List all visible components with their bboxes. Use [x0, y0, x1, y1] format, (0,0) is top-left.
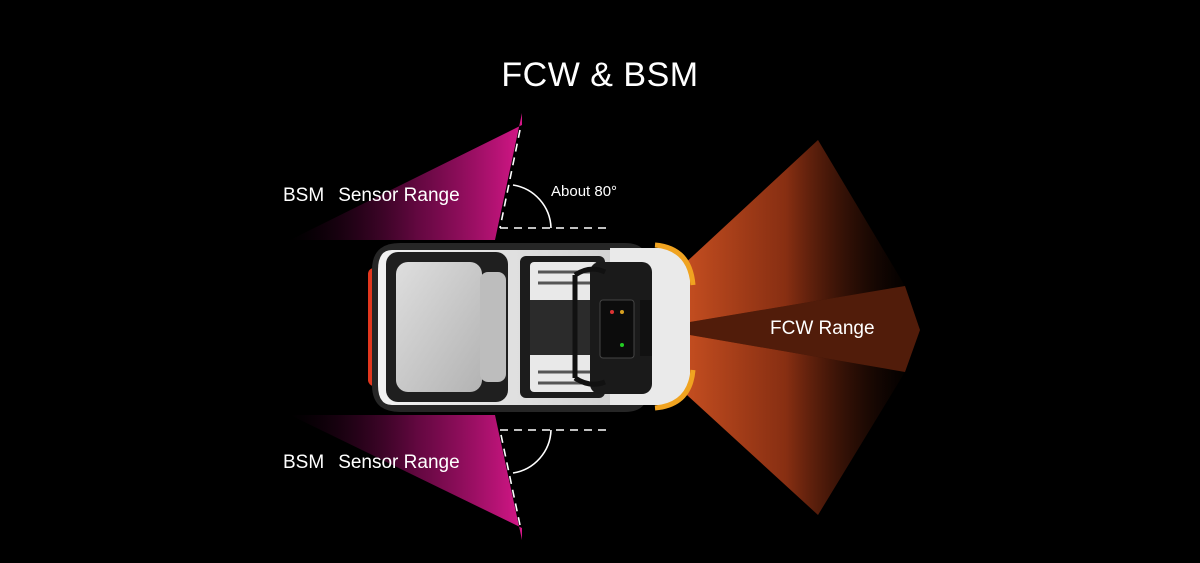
angle-guide-bottom — [499, 429, 610, 526]
amber-strip-bottom — [654, 369, 696, 411]
fcw-zone-upper — [640, 140, 905, 322]
angle-label: About 80° — [551, 183, 618, 200]
fcw-zone-lower — [640, 335, 905, 515]
seat — [396, 262, 482, 392]
fcw-zone-center — [690, 286, 920, 372]
bsm-range-text-top: Sensor Range — [338, 185, 460, 206]
bsm-sensor-label-top: BSM — [283, 185, 325, 206]
bsm-range-label-bottom: BSM Sensor Range — [283, 452, 460, 474]
bsm-zone-bottom — [290, 415, 522, 540]
bsm-zone-top — [290, 113, 522, 240]
fcw-range-label: FCW Range — [770, 318, 875, 339]
bsm-range-label-top: BSM Sensor Range — [283, 185, 460, 207]
angle-guide-top — [499, 129, 610, 229]
amber-strip-top — [654, 242, 696, 286]
bsm-sensor-label-bottom: BSM — [283, 452, 325, 473]
vehicle-top-view — [368, 242, 696, 412]
page-title: FCW & BSM — [501, 56, 699, 94]
bsm-range-text-bottom: Sensor Range — [338, 452, 460, 473]
dashboard-panel — [599, 299, 635, 359]
